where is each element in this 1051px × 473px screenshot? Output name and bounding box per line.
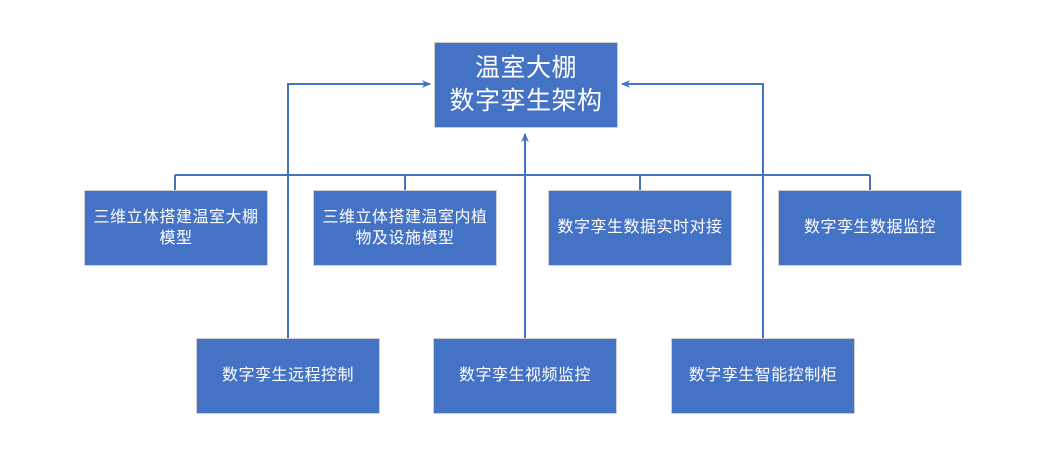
node-level2-label: 三维立体搭建温室内植物及设施模型 [322, 208, 488, 247]
node-level3-label: 数字孪生远程控制 [221, 367, 354, 385]
node-root-label: 温室大棚 数字孪生架构 [449, 54, 603, 115]
node-level2-3d-greenhouse-model[interactable]: 三维立体搭建温室大棚模型 [84, 190, 268, 266]
node-level2-realtime-data-integration[interactable]: 数字孪生数据实时对接 [548, 190, 732, 266]
node-level2-label: 三维立体搭建温室大棚模型 [93, 208, 259, 247]
node-level3-smart-control-cabinet[interactable]: 数字孪生智能控制柜 [671, 338, 855, 414]
node-level3-video-monitoring[interactable]: 数字孪生视频监控 [433, 338, 617, 414]
node-level3-label: 数字孪生智能控制柜 [688, 367, 838, 385]
node-level3-remote-control[interactable]: 数字孪生远程控制 [196, 338, 380, 414]
node-level2-3d-plants-facilities-model[interactable]: 三维立体搭建温室内植物及设施模型 [313, 190, 497, 266]
connector-left-elbow-to-root [287, 80, 431, 175]
node-level3-label: 数字孪生视频监控 [458, 367, 591, 385]
node-root[interactable]: 温室大棚 数字孪生架构 [434, 42, 618, 128]
connector-right-elbow-to-root [621, 80, 764, 175]
node-level2-data-monitoring[interactable]: 数字孪生数据监控 [778, 190, 962, 266]
node-level2-label: 数字孪生数据监控 [803, 219, 936, 237]
node-level2-label: 数字孪生数据实时对接 [557, 219, 723, 237]
